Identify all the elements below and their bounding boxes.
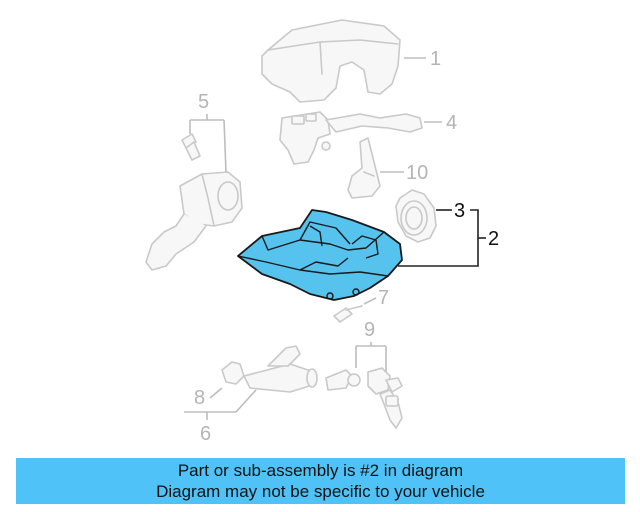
part-5-screw[interactable] [181, 133, 201, 161]
callout-1: 1 [430, 48, 441, 70]
part-9-lock-cylinder-keys[interactable] [325, 367, 403, 429]
part-4-switch-lever[interactable] [279, 111, 423, 165]
callout-2: 2 [488, 228, 499, 250]
callout-5: 5 [198, 91, 209, 113]
callout-6: 6 [200, 423, 211, 445]
part-10-bracket[interactable] [347, 137, 381, 199]
callout-7: 7 [378, 287, 389, 309]
part-3-lock-ring[interactable] [395, 189, 437, 243]
part-1-upper-cover[interactable] [261, 19, 401, 103]
part-2-lower-cover[interactable] [237, 209, 403, 301]
caption-banner: Part or sub-assembly is #2 in diagram Di… [16, 458, 625, 504]
part-8-shaft-assembly[interactable] [221, 345, 318, 393]
callout-10: 10 [406, 162, 428, 184]
caption-line-2: Diagram may not be specific to your vehi… [156, 482, 485, 501]
parts-diagram: 1 4 10 5 3 2 [145, 19, 499, 445]
ignition-housing-assembly[interactable] [145, 171, 243, 271]
part-7-screw[interactable] [333, 305, 363, 323]
callout-4: 4 [446, 112, 457, 134]
caption-line-1: Part or sub-assembly is #2 in diagram [177, 461, 464, 480]
callout-8: 8 [194, 387, 205, 409]
callout-3: 3 [454, 200, 465, 222]
callout-9: 9 [364, 319, 375, 341]
